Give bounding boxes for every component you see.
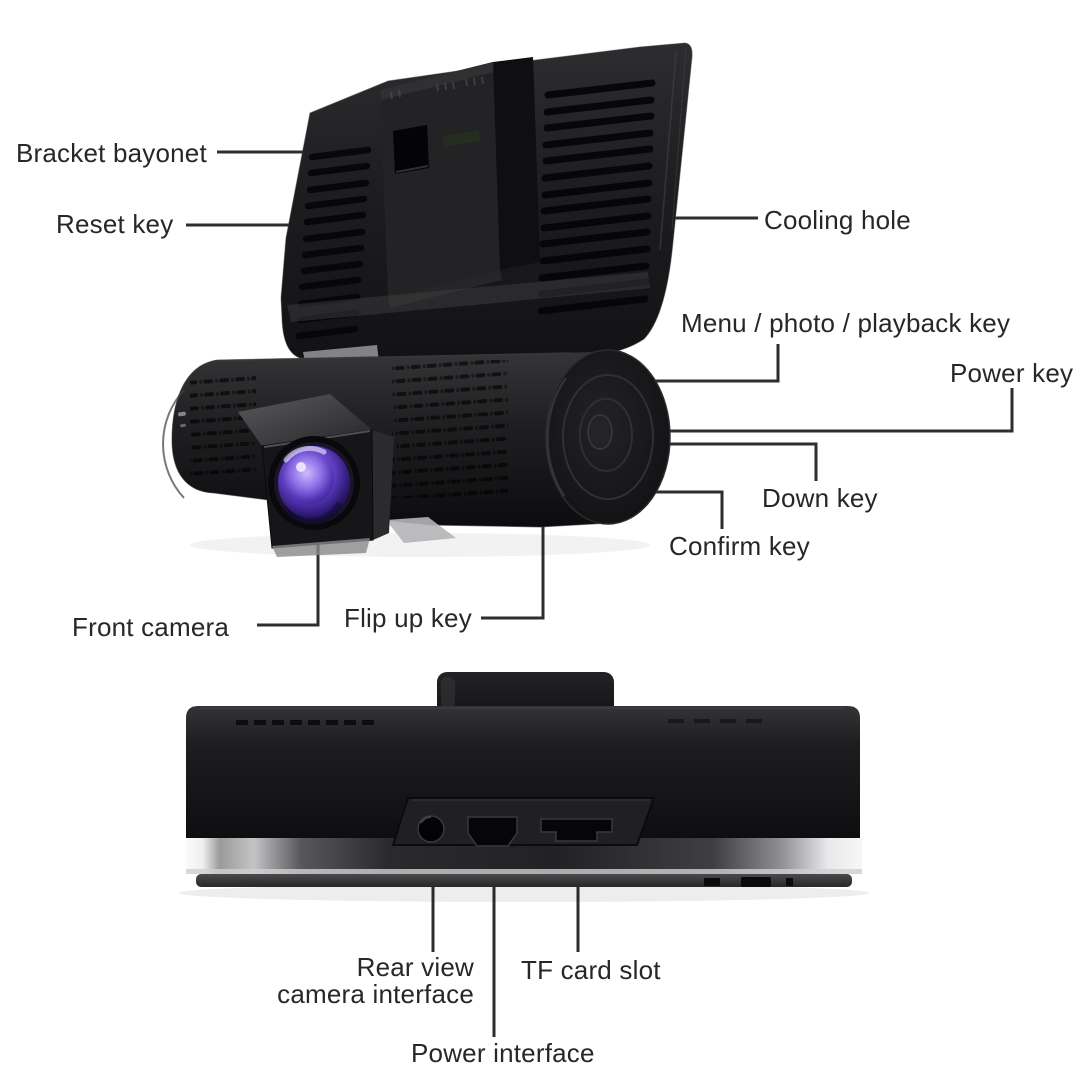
dashcam-rear-view <box>162 42 693 557</box>
lens-inner <box>284 452 334 504</box>
label-flip-up-key: Flip up key <box>344 603 472 633</box>
leader-down-key <box>637 442 818 481</box>
right-edge-highlight-2 <box>671 47 687 231</box>
label-rear-view-line1: Rear view <box>356 952 474 982</box>
front-camera-pod <box>238 394 394 557</box>
label-rear-view-line2: camera interface <box>277 979 474 1009</box>
barrel-left-cap-highlight <box>162 389 185 499</box>
rear-camera-jack <box>417 815 445 843</box>
pod-top-face <box>238 394 372 446</box>
lens-highlight-arc <box>283 445 327 463</box>
reset-slot <box>443 130 480 147</box>
label-power-key: Power key <box>950 358 1074 388</box>
bottom-strip <box>196 874 852 887</box>
top-strip-markings <box>390 76 484 100</box>
button-disc-hub <box>587 414 613 450</box>
speaker-grille-right <box>392 360 508 498</box>
label-front-camera: Front camera <box>72 612 230 642</box>
leader-front-camera <box>257 522 320 627</box>
button-disc-ring-outer <box>562 374 654 500</box>
leader-menu-photo-playback-key <box>604 344 780 383</box>
label-reset-key: Reset key <box>56 209 174 239</box>
speaker-grille-left <box>190 372 256 477</box>
metal-base-bottom-line <box>186 869 862 874</box>
bracket-bayonet-hole <box>393 125 429 174</box>
leader-power-key <box>594 388 1014 433</box>
pod-right-face <box>372 430 394 540</box>
tf-card-slot-opening <box>540 818 613 842</box>
bottom-body-markings <box>236 719 762 725</box>
bottom-tab-2 <box>741 877 771 887</box>
rear-camera-jack-highlight <box>420 816 432 824</box>
bottom-tab-1 <box>704 878 720 886</box>
bottom-body <box>186 706 860 840</box>
gray-wedge-below-barrel <box>386 517 456 543</box>
bottom-device-shadow <box>179 884 869 902</box>
mount-plate-face <box>380 62 500 298</box>
lens-bottom-shade <box>281 501 344 525</box>
button-disc-highlight <box>546 377 568 497</box>
bottom-tab-3 <box>786 878 793 886</box>
left-vent-slats <box>295 146 372 340</box>
front-camera-lens <box>268 436 360 530</box>
label-rear-view-camera-interface: Rear view camera interface <box>276 954 474 1008</box>
label-confirm-key: Confirm key <box>669 531 810 561</box>
label-tf-card-slot: TF card slot <box>521 955 661 985</box>
bayonet-hole-edge <box>395 165 429 173</box>
label-menu-photo-playback-key: Menu / photo / playback key <box>681 308 1011 338</box>
left-cap-mark-2 <box>180 423 187 428</box>
lens-highlight-dot <box>296 462 306 472</box>
barrel-top-highlight <box>213 352 571 362</box>
button-disc <box>545 349 671 525</box>
chin-band <box>287 272 650 322</box>
power-usb-port <box>467 816 518 847</box>
label-cooling-hole: Cooling hole <box>764 205 911 235</box>
button-disc-ring-inner <box>579 398 633 472</box>
pod-bottom-lip <box>272 538 370 557</box>
mount-plate-top-bevel <box>380 62 494 100</box>
right-edge-highlight <box>659 51 677 251</box>
label-down-key: Down key <box>762 483 878 513</box>
mount-plate-side <box>493 57 540 270</box>
label-power-interface: Power interface <box>411 1038 595 1068</box>
label-bracket-bayonet: Bracket bayonet <box>16 138 207 168</box>
dashcam-bottom-view <box>179 672 869 902</box>
left-cap-mark <box>178 411 186 417</box>
